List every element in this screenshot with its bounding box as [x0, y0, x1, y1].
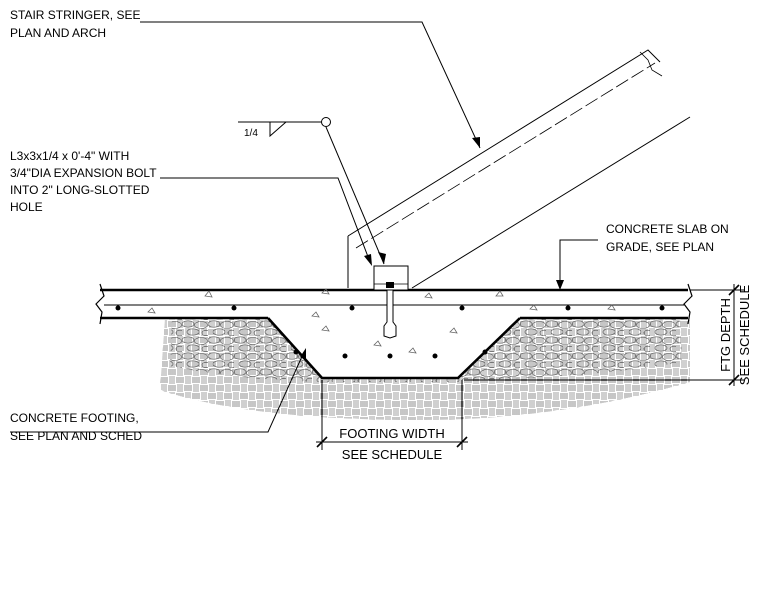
expansion-bolt — [383, 282, 397, 339]
footing-width-dimension — [316, 380, 468, 450]
stair-stringer — [347, 49, 691, 289]
footing-leader — [10, 348, 306, 433]
ftg-depth-schedule-label: SEE SCHEDULE — [737, 284, 752, 385]
rebar — [115, 305, 665, 359]
slab-label-2: GRADE, SEE PLAN — [606, 240, 714, 254]
aggregate-marks — [147, 288, 616, 354]
slab-leader — [556, 239, 598, 290]
ftg-depth-dimension — [464, 284, 744, 386]
angle-bolt-label-3: INTO 2" LONG-SLOTTED — [10, 183, 150, 197]
weld-symbol — [238, 117, 386, 265]
concrete-footing — [267, 317, 521, 380]
stair-stringer-label-2: PLAN AND ARCH — [10, 26, 106, 40]
angle-bolt-label-1: L3x3x1/4 x 0'-4" WITH — [10, 149, 129, 163]
angle-bolt-label-4: HOLE — [10, 200, 43, 214]
footing-label-1: CONCRETE FOOTING, — [10, 411, 139, 425]
ftg-depth-label: FTG DEPTH — [718, 298, 733, 372]
angle-leader — [160, 177, 372, 266]
weld-size-label: 1/4 — [244, 128, 258, 139]
stair-stringer-label-1: STAIR STRINGER, SEE — [10, 8, 140, 22]
footing-width-label: FOOTING WIDTH — [339, 426, 444, 441]
angle-bolt-label-2: 3/4"DIA EXPANSION BOLT — [10, 166, 157, 180]
slab-label-1: CONCRETE SLAB ON — [606, 222, 729, 236]
footing-label-2: SEE PLAN AND SCHED — [10, 429, 142, 443]
stringer-leader — [140, 21, 481, 149]
footing-width-schedule-label: SEE SCHEDULE — [342, 447, 443, 462]
